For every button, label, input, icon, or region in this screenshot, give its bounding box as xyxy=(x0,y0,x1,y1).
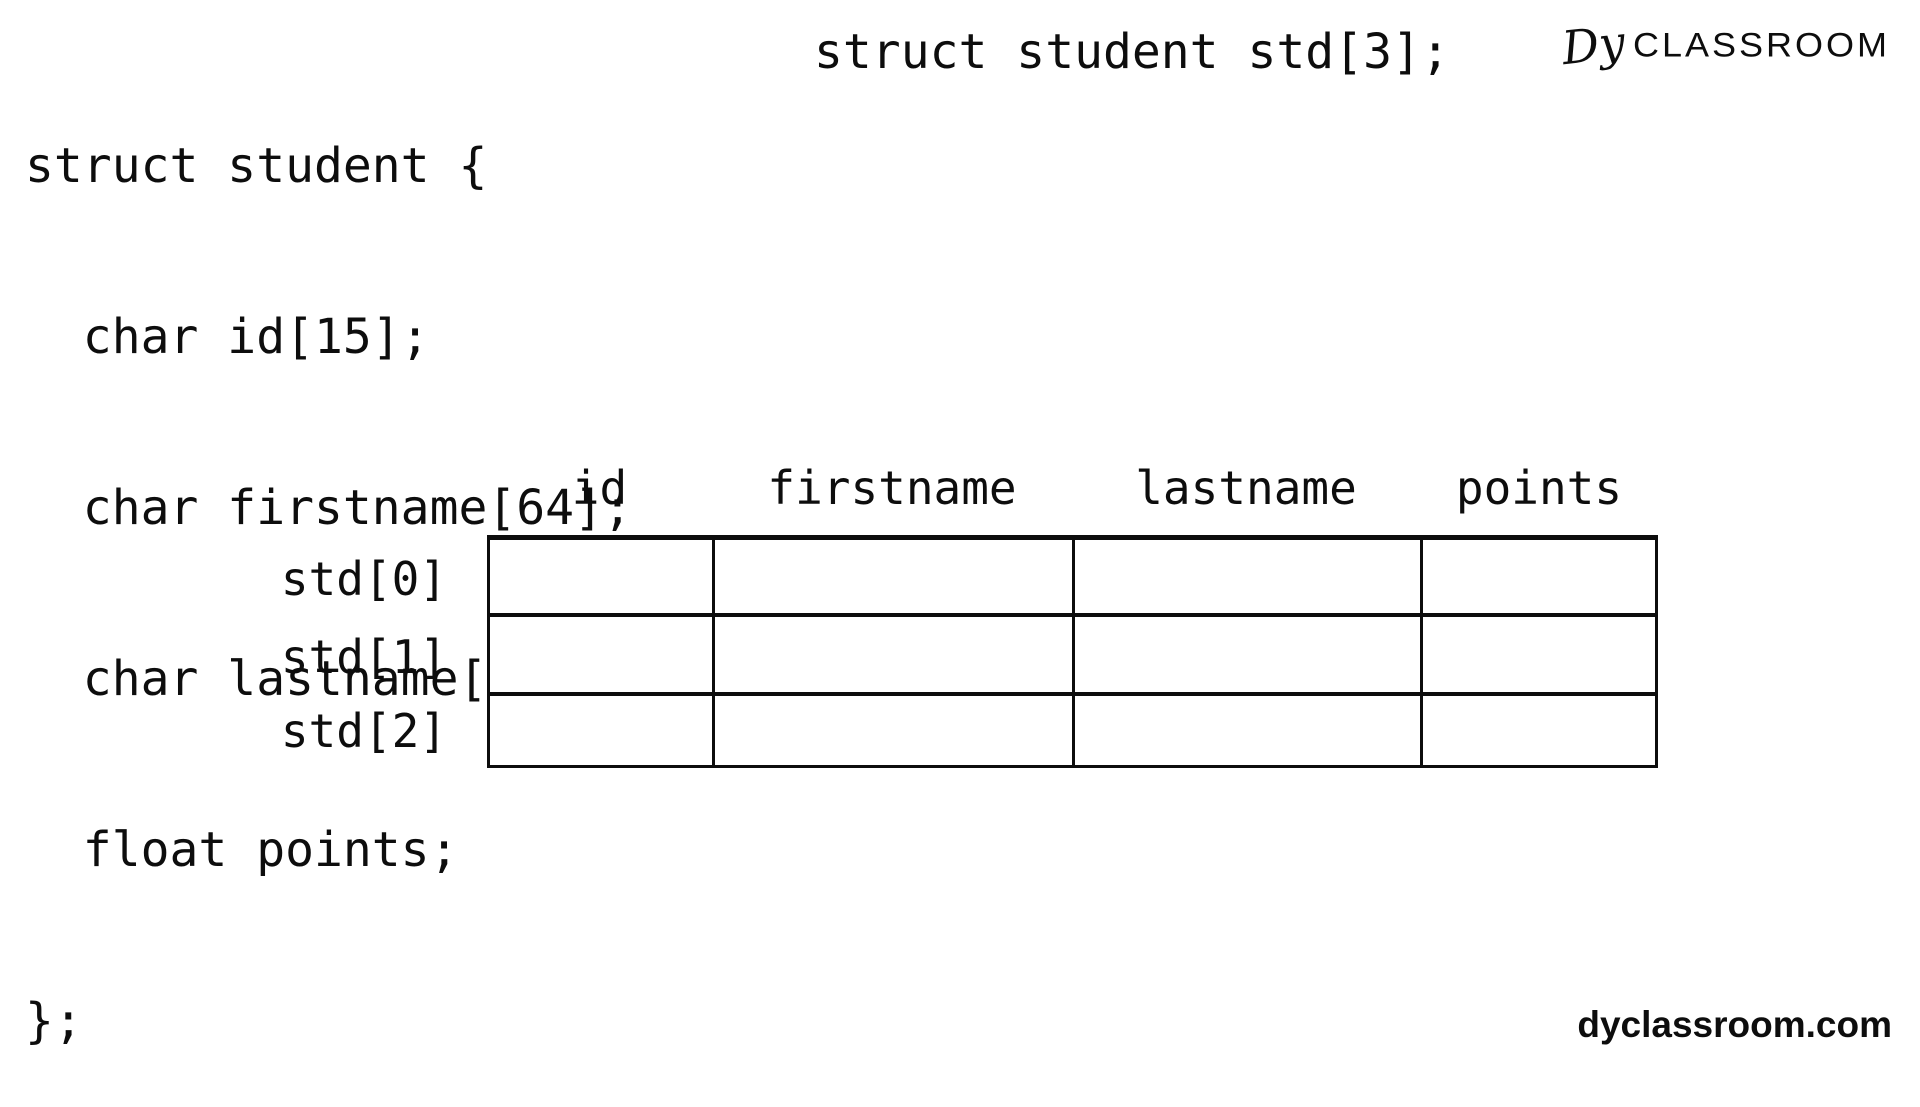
row-label-std2: std[2] xyxy=(280,703,447,758)
table-cell-r1-id xyxy=(490,617,715,696)
struct-array-table xyxy=(487,535,1658,768)
website-url: dyclassroom.com xyxy=(1577,1004,1892,1045)
row-label-std0: std[0] xyxy=(280,551,447,606)
code-line: float points; xyxy=(25,822,459,878)
page: { "page": { "background_color": "#ffffff… xyxy=(25,14,1892,1049)
table-cell-r0-points xyxy=(1423,540,1655,617)
column-headers: id firstname lastname points xyxy=(487,455,1658,521)
logo-dy-mark-icon: Dy xyxy=(1559,14,1628,76)
code-line: struct student { xyxy=(25,138,488,194)
table-cell-r0-firstname xyxy=(715,540,1075,617)
array-declaration-code: struct student std[3]; xyxy=(814,24,1450,80)
table-cell-r2-id xyxy=(490,696,715,765)
table-cell-r0-lastname xyxy=(1075,540,1423,617)
column-header-id: id xyxy=(571,461,628,515)
code-line: char id[15]; xyxy=(25,309,430,365)
logo-classroom-text: CLASSROOM xyxy=(1632,25,1890,64)
column-header-points: points xyxy=(1455,461,1623,515)
code-line: char firstname[64]; xyxy=(25,480,632,536)
row-label-std1: std[1] xyxy=(280,629,447,684)
table-cell-r2-lastname xyxy=(1075,696,1423,765)
dyclassroom-logo: Dy CLASSROOM xyxy=(1559,14,1890,76)
row-labels: std[0] std[1] std[2] xyxy=(230,540,447,765)
table-cell-r1-lastname xyxy=(1075,617,1423,696)
column-header-firstname: firstname xyxy=(767,461,1017,515)
table-cell-r0-id xyxy=(490,540,715,617)
table-cell-r2-points xyxy=(1423,696,1655,765)
table-cell-r2-firstname xyxy=(715,696,1075,765)
code-line: }; xyxy=(25,993,83,1049)
table-cell-r1-points xyxy=(1423,617,1655,696)
column-header-lastname: lastname xyxy=(1135,461,1357,515)
table-cell-r1-firstname xyxy=(715,617,1075,696)
